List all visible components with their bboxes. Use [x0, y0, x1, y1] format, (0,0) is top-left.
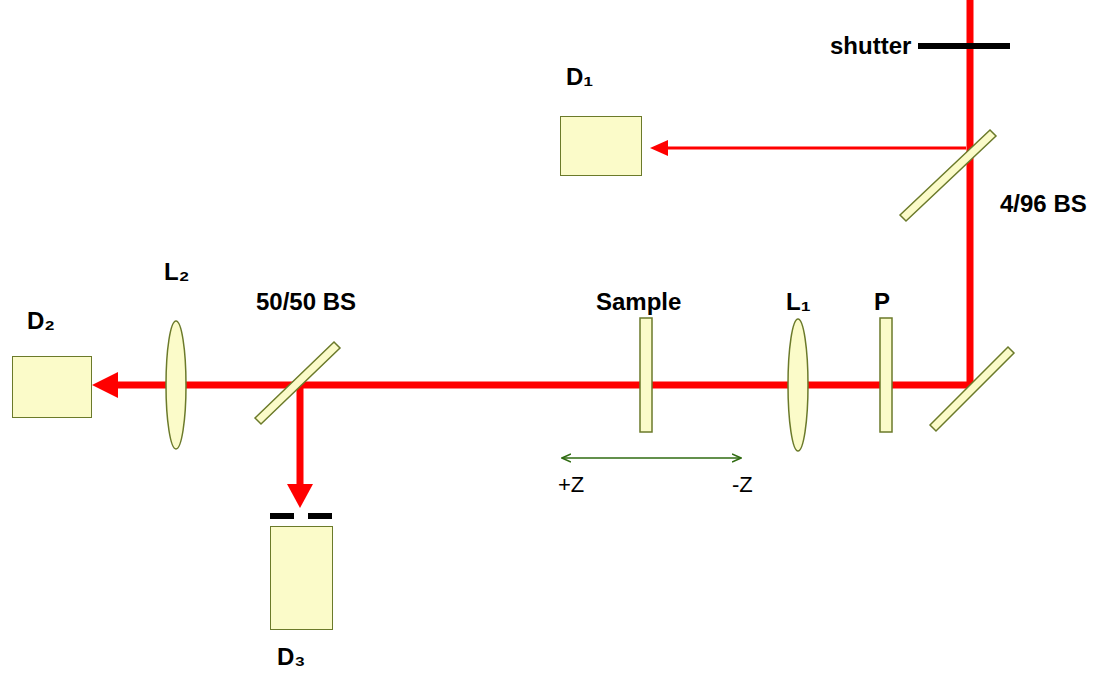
laser-beam [967, 0, 974, 385]
aperture [270, 513, 294, 519]
beam-arrow [92, 372, 118, 398]
polarizer [880, 318, 892, 432]
laser-beam [112, 382, 973, 389]
aperture [308, 513, 332, 519]
detector-label: D₁ [566, 65, 593, 89]
lens [166, 321, 186, 449]
axis-label: -Z [732, 474, 753, 496]
component-label: Sample [596, 290, 681, 314]
component-label: L₁ [786, 290, 811, 314]
laser-beam [297, 385, 304, 488]
detector-box: D₁ [560, 116, 642, 176]
laser-beam [666, 147, 966, 150]
component-label: shutter [830, 34, 911, 58]
beam-splitter [255, 342, 340, 424]
detector-label: D₂ [27, 309, 55, 333]
sample-plate [640, 318, 652, 432]
lens [788, 319, 808, 451]
component-label: L₂ [164, 260, 189, 284]
beam-arrow [650, 140, 668, 156]
beam-splitter [900, 130, 996, 221]
detector-label: D₃ [277, 645, 305, 669]
shutter-bar [918, 43, 1010, 49]
mirror [930, 347, 1014, 431]
component-label: P [874, 290, 890, 314]
detector-box: D₃ [270, 526, 333, 630]
detector-box: D₂ [12, 356, 92, 418]
beam-arrow [287, 484, 313, 508]
component-label: 50/50 BS [256, 290, 356, 314]
axis-label: +Z [558, 474, 584, 496]
component-label: 4/96 BS [1000, 192, 1087, 216]
z-scan-arrow [563, 457, 740, 459]
